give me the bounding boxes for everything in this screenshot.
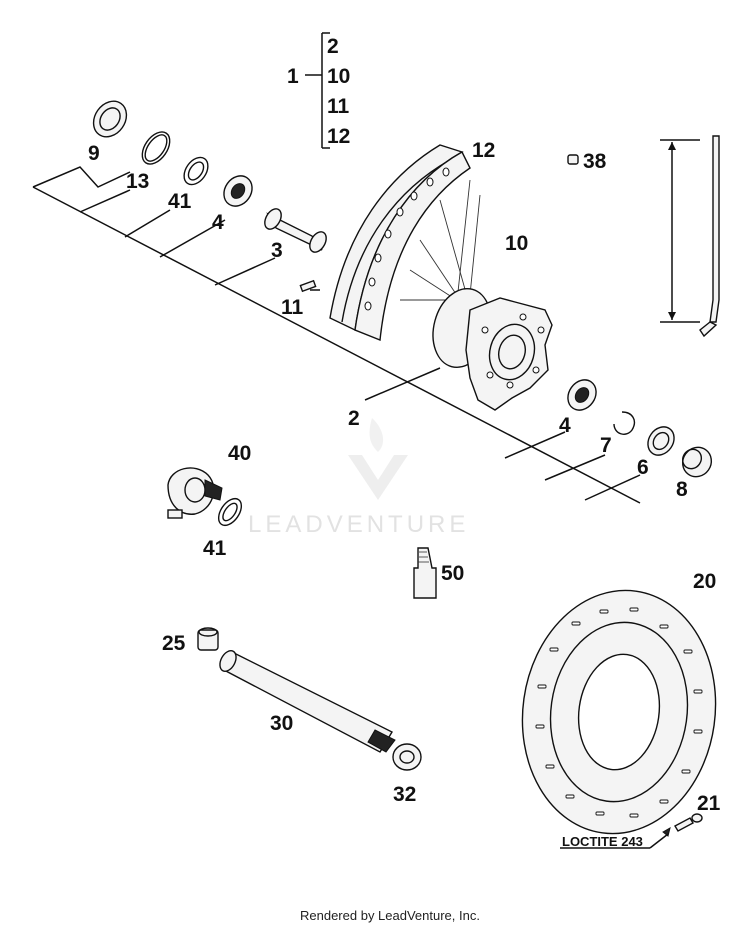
seal-9 xyxy=(92,100,128,138)
watermark-text: LEADVENTURE xyxy=(248,511,469,538)
callout-13: 13 xyxy=(126,170,149,193)
callout-7: 7 xyxy=(600,434,612,457)
hub-2 xyxy=(432,287,553,411)
valve-38 xyxy=(567,154,579,165)
callout-10: 10 xyxy=(505,232,528,255)
callout-50: 50 xyxy=(441,562,464,585)
callout-12: 12 xyxy=(472,139,495,162)
group-item-11: 11 xyxy=(327,95,350,118)
lock-ring-41-top xyxy=(183,156,209,186)
grease-tube-50 xyxy=(413,547,437,599)
callout-9: 9 xyxy=(88,142,100,165)
callout-40: 40 xyxy=(228,442,251,465)
brake-disc-20 xyxy=(521,589,717,835)
circlip-7 xyxy=(613,411,636,435)
leader-lines xyxy=(32,166,641,504)
callout-3: 3 xyxy=(271,239,283,262)
footer-credit: Rendered by LeadVenture, Inc. xyxy=(300,908,480,923)
spacer-sleeve-3 xyxy=(264,208,327,253)
callout-32: 32 xyxy=(393,783,416,806)
callout-25: 25 xyxy=(162,632,186,655)
spacer-8 xyxy=(681,446,713,478)
callout-11: 11 xyxy=(281,296,304,319)
nipple-11 xyxy=(299,279,317,293)
lock-ring-41-bottom xyxy=(217,497,243,527)
callout-20: 20 xyxy=(693,570,716,593)
watermark-logo xyxy=(348,418,408,500)
loctite-leader xyxy=(649,833,669,849)
callout-21: 21 xyxy=(697,792,721,815)
callout-8: 8 xyxy=(676,478,688,501)
bearing-4-right xyxy=(567,379,597,411)
axle-nut-32 xyxy=(392,743,422,771)
callout-4-left: 4 xyxy=(212,211,224,234)
group-item-2: 2 xyxy=(327,35,339,58)
speedo-drive-40 xyxy=(167,467,223,519)
callout-6: 6 xyxy=(637,456,649,479)
rim-12 xyxy=(329,144,471,341)
group-bracket xyxy=(305,32,330,149)
callout-38: 38 xyxy=(583,150,607,173)
ring-13 xyxy=(141,131,171,165)
group-label: 1 xyxy=(287,65,299,88)
seal-6 xyxy=(647,426,675,456)
spoke-gauge xyxy=(660,135,720,338)
callout-2: 2 xyxy=(348,407,360,430)
bearing-4-left xyxy=(223,175,253,207)
disc-bolt-21 xyxy=(662,813,703,837)
axle-nut-25 xyxy=(197,627,219,651)
callout-30: 30 xyxy=(270,712,293,735)
loctite-note: LOCTITE 243 xyxy=(562,834,643,849)
axle-30 xyxy=(219,650,396,753)
group-item-10: 10 xyxy=(327,65,350,88)
callout-4-right: 4 xyxy=(559,414,571,437)
callout-41-top: 41 xyxy=(168,190,192,213)
group-item-12: 12 xyxy=(327,125,350,148)
callout-41-bottom: 41 xyxy=(203,537,227,560)
